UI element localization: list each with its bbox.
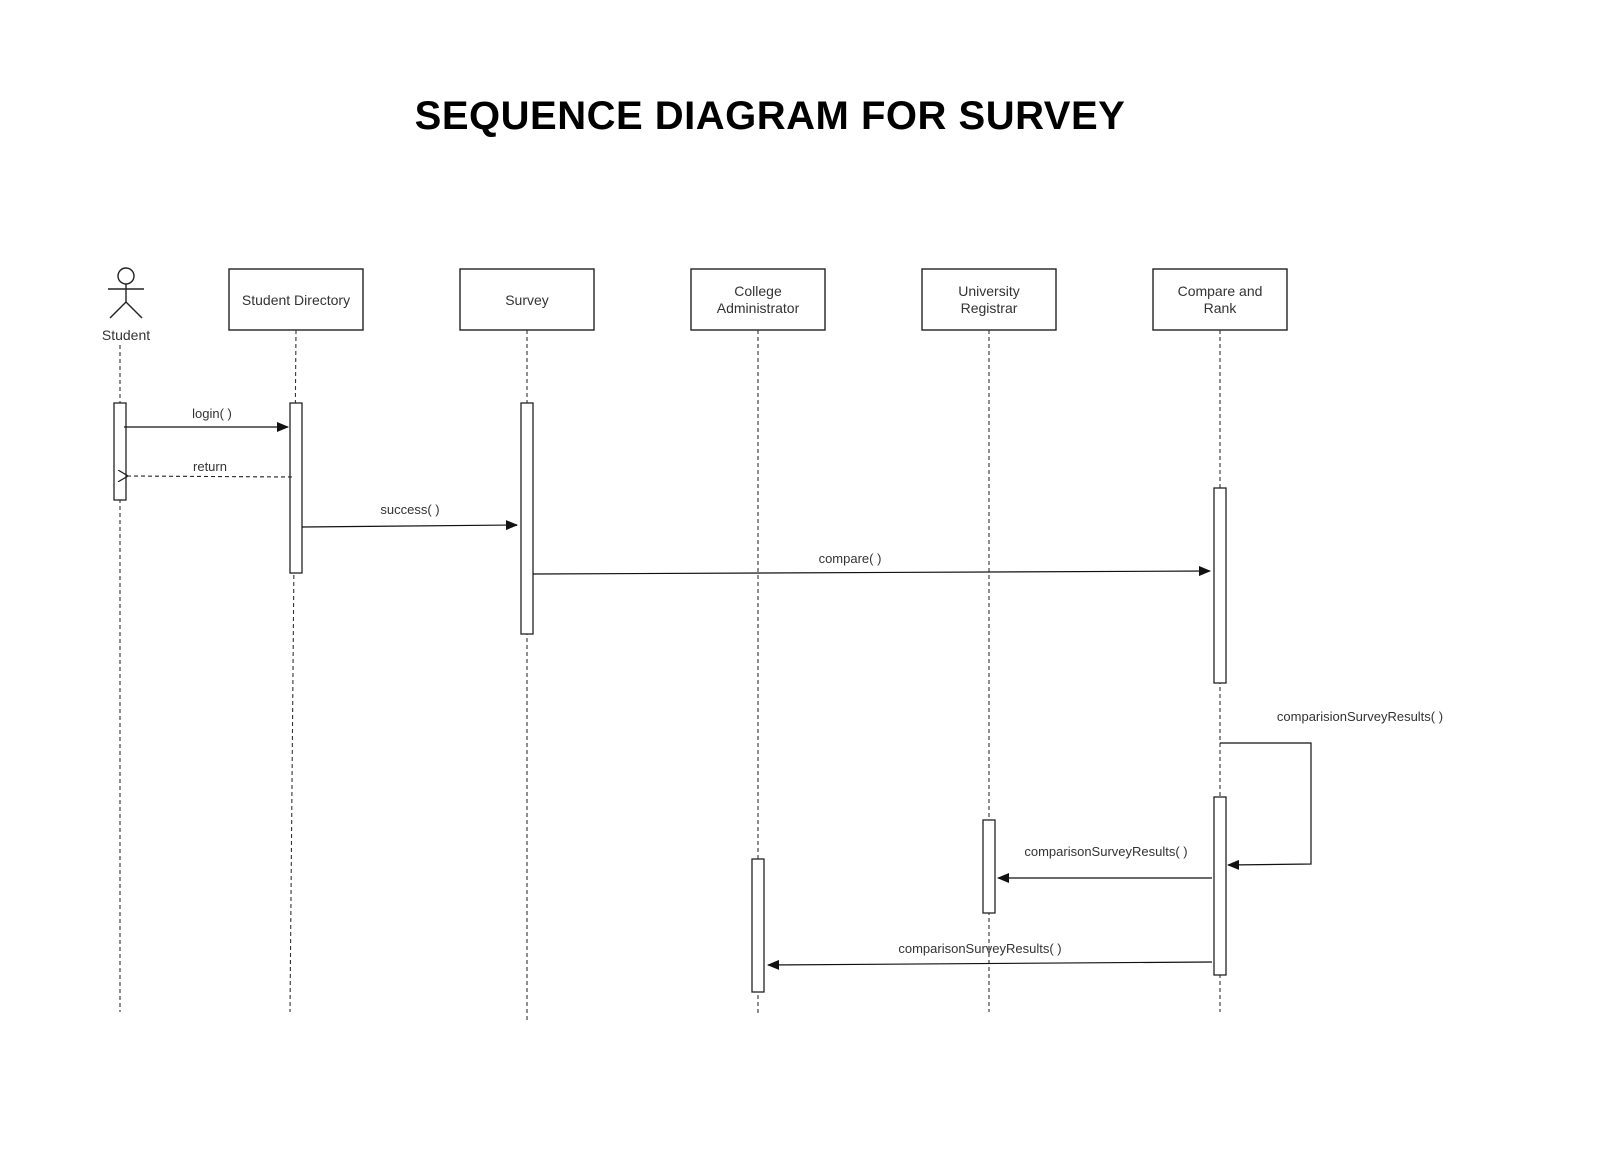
participant-survey: Survey bbox=[459, 268, 595, 331]
student-actor bbox=[108, 267, 144, 319]
activation-college-administrator bbox=[751, 858, 765, 993]
actor-label: Student bbox=[102, 327, 150, 343]
page-title: SEQUENCE DIAGRAM FOR SURVEY bbox=[414, 94, 1126, 138]
message-label: return bbox=[193, 459, 227, 474]
message-return: return bbox=[128, 459, 293, 477]
activation-compare-and-rank-1 bbox=[1213, 487, 1227, 684]
message-to-administrator: comparisonSurveyResults( ) bbox=[767, 941, 1213, 970]
participant-compare-and-rank: Compare and Rank bbox=[1152, 268, 1288, 331]
activation-university-registrar bbox=[982, 819, 996, 914]
message-compare: compare( ) bbox=[532, 551, 1211, 577]
participant-label-line1: Compare and bbox=[1178, 283, 1263, 299]
participant-label-line2: Administrator bbox=[717, 300, 800, 316]
message-success: success( ) bbox=[301, 502, 518, 531]
message-label: comparisonSurveyResults( ) bbox=[898, 941, 1061, 956]
message-login: login( ) bbox=[124, 406, 289, 432]
actor-head bbox=[117, 267, 135, 285]
participant-university-registrar: University Registrar bbox=[921, 268, 1057, 331]
activation-student-directory bbox=[289, 402, 303, 574]
participant-label-line2: Registrar bbox=[961, 300, 1018, 316]
participant-label: Student Directory bbox=[242, 292, 350, 308]
activation-student bbox=[113, 402, 127, 501]
participant-label-line1: University bbox=[958, 283, 1019, 299]
message-label: success( ) bbox=[380, 502, 439, 517]
message-label: compare( ) bbox=[819, 551, 882, 566]
activation-compare-and-rank-2 bbox=[1213, 796, 1227, 976]
participant-label-line1: College bbox=[734, 283, 782, 299]
message-label: comparisionSurveyResults( ) bbox=[1277, 709, 1443, 724]
message-to-registrar: comparisonSurveyResults( ) bbox=[997, 844, 1212, 883]
participant-label: Survey bbox=[505, 292, 549, 308]
participant-student-directory: Student Directory bbox=[228, 268, 364, 331]
activation-survey bbox=[520, 402, 534, 635]
message-label: comparisonSurveyResults( ) bbox=[1024, 844, 1187, 859]
message-self-comparision: comparisionSurveyResults( ) bbox=[1220, 709, 1443, 870]
participant-label-line2: Rank bbox=[1204, 300, 1238, 316]
message-label: login( ) bbox=[192, 406, 232, 421]
participant-college-administrator: College Administrator bbox=[690, 268, 826, 331]
